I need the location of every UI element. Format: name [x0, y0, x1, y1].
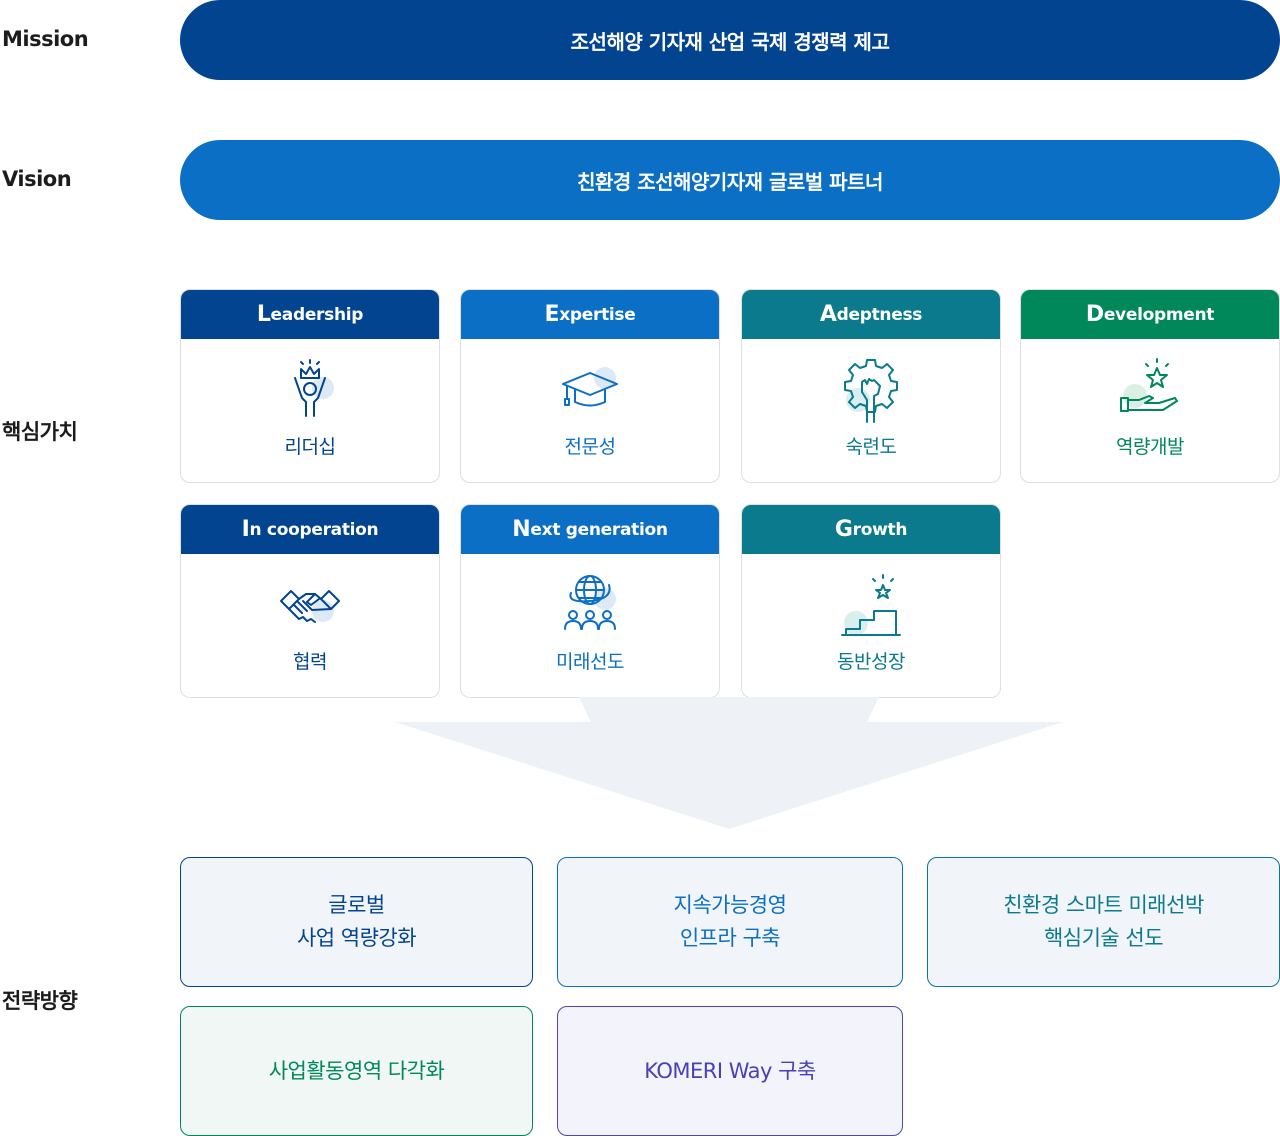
value-initial: D	[1085, 302, 1104, 327]
vision-text: 친환경 조선해양기자재 글로벌 파트너	[577, 169, 883, 194]
strategy-label: 전략방향	[2, 989, 78, 1013]
vision-banner: 친환경 조선해양기자재 글로벌 파트너	[180, 140, 1280, 220]
handshake-icon	[280, 590, 340, 623]
value-initial: I	[241, 517, 250, 542]
strategy-box-sustainable: 지속가능경영 인프라 구축	[557, 857, 903, 987]
core-values-label: 핵심가치	[2, 420, 78, 444]
graduation-cap-icon	[562, 367, 618, 407]
value-title: evelopment	[1103, 304, 1215, 325]
strategy-box-diversification: 사업활동영역 다각화	[180, 1006, 533, 1136]
vision-label: Vision	[2, 167, 72, 191]
value-name: 리더십	[284, 436, 336, 458]
value-name: 역량개발	[1116, 436, 1184, 458]
hand-star-icon	[1120, 358, 1178, 412]
gear-hand-icon	[844, 359, 898, 423]
globe-people-icon	[564, 575, 616, 630]
value-name: 미래선도	[556, 651, 624, 673]
value-initial: G	[834, 517, 853, 542]
value-title: rowth	[852, 519, 908, 540]
leadership-icon	[294, 359, 334, 417]
value-title: n cooperation	[249, 519, 379, 540]
value-title: ext generation	[530, 519, 668, 540]
value-name: 전문성	[564, 436, 616, 458]
value-title: eadership	[270, 304, 364, 325]
value-title: xpertise	[559, 304, 636, 325]
down-arrow	[395, 697, 1063, 829]
value-initial: A	[819, 302, 837, 327]
value-initial: L	[256, 302, 271, 327]
value-name: 협력	[293, 651, 327, 673]
mission-banner: 조선해양 기자재 산업 국제 경쟁력 제고	[180, 0, 1280, 80]
value-name: 숙련도	[845, 436, 897, 458]
value-name: 동반성장	[837, 651, 905, 673]
value-title: deptness	[836, 304, 923, 325]
mission-label: Mission	[2, 27, 89, 51]
stairs-star-icon	[841, 574, 901, 636]
mission-text: 조선해양 기자재 산업 국제 경쟁력 제고	[570, 29, 890, 54]
value-initial: N	[512, 517, 531, 542]
strategy-box-komeri-way: KOMERI Way 구축	[557, 1006, 903, 1136]
strategy-box-eco-smart: 친환경 스마트 미래선박 핵심기술 선도	[927, 857, 1280, 987]
value-initial: E	[544, 302, 560, 327]
strategy-box-global: 글로벌 사업 역량강화	[180, 857, 533, 987]
